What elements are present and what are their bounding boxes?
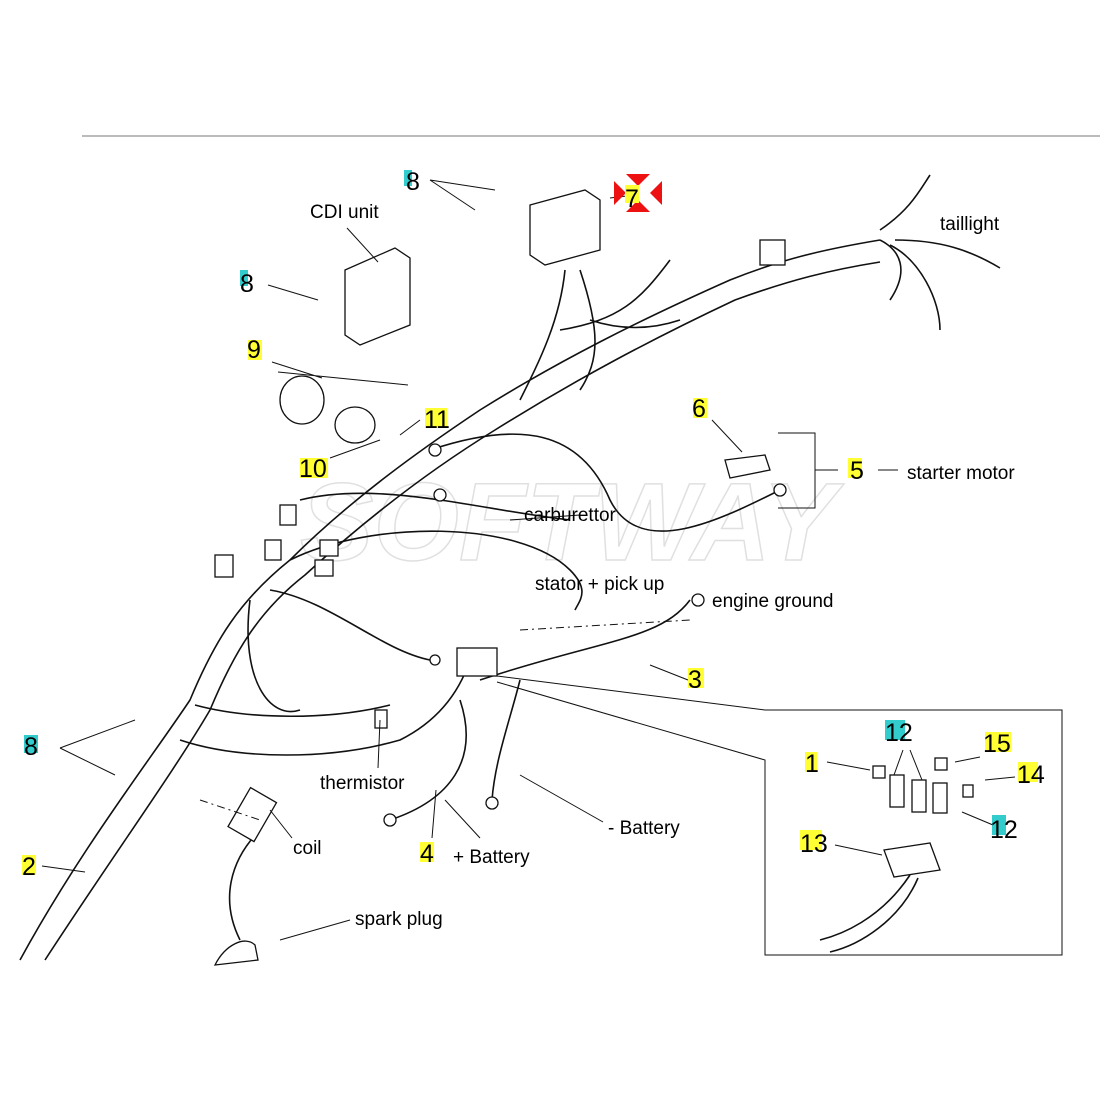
- starter-cap-part: [724, 454, 771, 479]
- label-cdi-unit: CDI unit: [310, 202, 379, 223]
- fuse-block-part: [456, 647, 498, 677]
- label-thermistor: thermistor: [320, 773, 405, 794]
- label-carburettor: carburettor: [524, 505, 617, 526]
- label-battery-negative: - Battery: [608, 818, 680, 839]
- callout-13: 13: [800, 830, 828, 858]
- callout-highlights: [22, 170, 1038, 875]
- callout-10: 10: [299, 455, 327, 483]
- callout-9: 9: [247, 336, 261, 364]
- callout-15: 15: [983, 730, 1011, 758]
- cdi-unit-part: [344, 247, 411, 346]
- callout-8: 8: [24, 733, 38, 761]
- callout-14: 14: [1017, 761, 1045, 789]
- callout-12: 12: [990, 816, 1018, 844]
- coil-part: [227, 786, 278, 843]
- label-battery-positive: + Battery: [453, 847, 530, 868]
- main-harness: [19, 174, 1001, 961]
- connector-part: [759, 239, 786, 266]
- label-engine-ground: engine ground: [712, 591, 834, 612]
- label-spark-plug: spark plug: [355, 909, 443, 930]
- red-marker-icon: [614, 174, 662, 212]
- callout-2: 2: [22, 853, 36, 881]
- callout-7: 7: [625, 185, 639, 213]
- components: [213, 189, 787, 966]
- text-labels: CDI unit taillight starter motor carbure…: [293, 202, 1015, 930]
- label-coil: coil: [293, 838, 322, 859]
- label-taillight: taillight: [940, 214, 1000, 235]
- watermark: SOFTWAY: [300, 461, 844, 584]
- fuse-inset: [819, 749, 1016, 953]
- callout-5: 5: [850, 457, 864, 485]
- spark-plug-cap-part: [213, 940, 259, 966]
- callout-8: 8: [240, 270, 254, 298]
- callout-12: 12: [885, 719, 913, 747]
- callout-8: 8: [406, 168, 420, 196]
- callout-3: 3: [688, 666, 702, 694]
- callout-11: 11: [424, 406, 450, 434]
- regulator-part: [529, 189, 601, 266]
- callout-4: 4: [420, 840, 434, 868]
- leader-lines: [41, 179, 1063, 956]
- callout-numbers: 8 7 8 9 6 11 10 5 3 8 2 4 1 12 15 14 12 …: [22, 168, 1045, 881]
- label-stator-pickup: stator + pick up: [535, 574, 664, 595]
- callout-6: 6: [692, 395, 706, 423]
- horn-part: [279, 375, 325, 425]
- callout-1: 1: [805, 750, 819, 778]
- label-starter-motor: starter motor: [907, 463, 1015, 484]
